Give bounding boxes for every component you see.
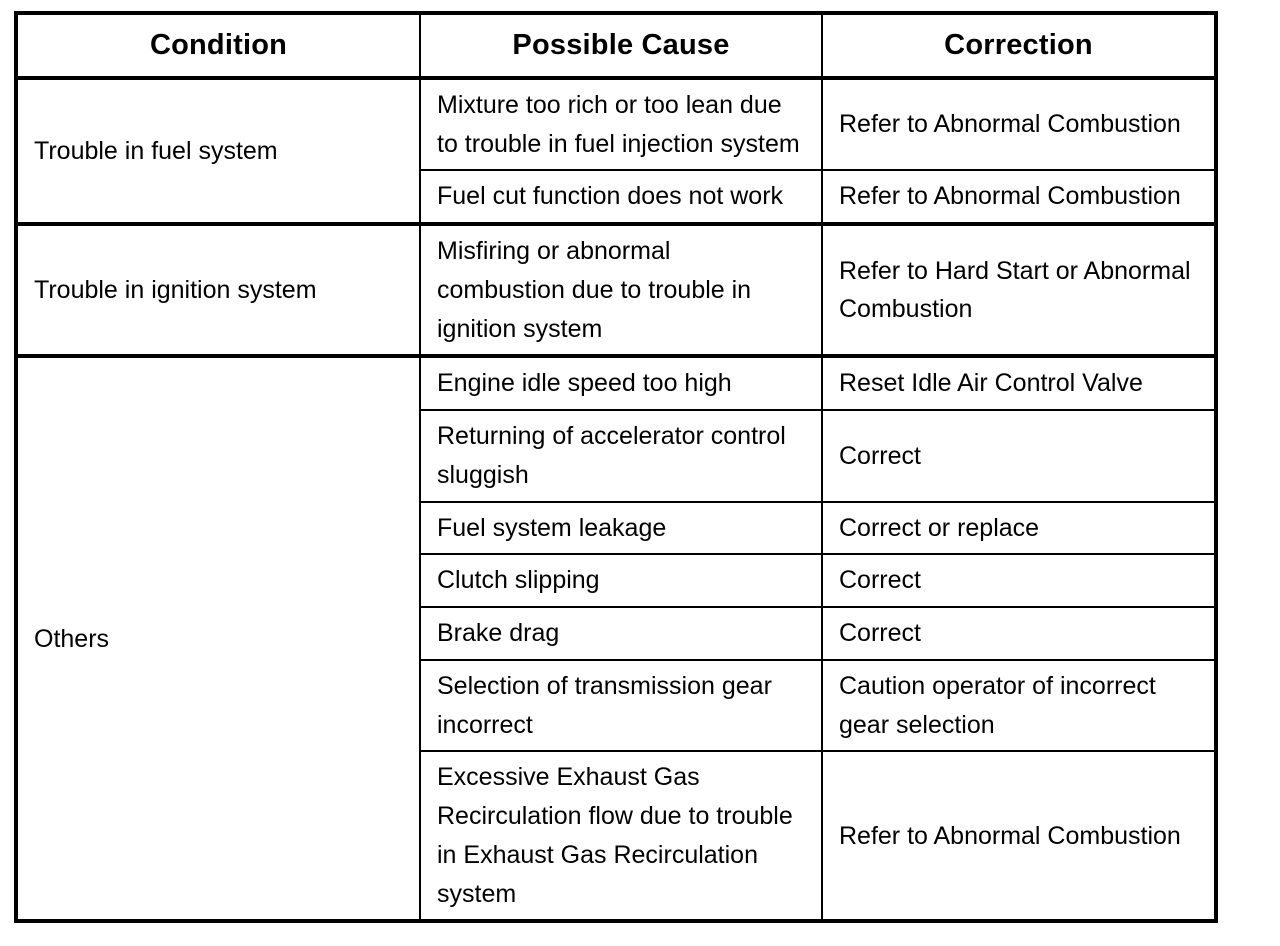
table-row: Fuel cut function does not work Refer to… xyxy=(16,169,1217,226)
column-header-possible-cause: Possible Cause xyxy=(419,12,823,79)
correction-cell: Reset Idle Air Control Valve xyxy=(821,354,1217,412)
cause-cell: Mixture too rich or too lean due to trou… xyxy=(419,75,823,172)
cause-cell: Brake drag xyxy=(419,606,823,661)
table-header-row: Condition Possible Cause Correction xyxy=(15,12,1217,79)
condition-cell-fuel-system: Trouble in fuel system xyxy=(15,75,421,226)
table-row: Brake drag Correct xyxy=(16,606,1217,661)
engine-troubleshooting-table: Condition Possible Cause Correction Trou… xyxy=(14,11,1218,924)
condition-cell-others: Others xyxy=(15,354,421,923)
table-row: Trouble in fuel system Mixture too rich … xyxy=(15,75,1217,226)
correction-cell: Refer to Hard Start or Abnormal Combusti… xyxy=(821,222,1217,358)
table-row: Returning of accelerator control sluggis… xyxy=(16,409,1217,503)
table-row: Fuel system leakage Correct or replace xyxy=(16,500,1217,556)
correction-cell: Correct or replace xyxy=(821,500,1217,556)
cause-cell: Returning of accelerator control sluggis… xyxy=(419,409,823,503)
table-body: Trouble in fuel system Mixture too rich … xyxy=(15,75,1217,923)
table-row: Trouble in ignition system Misfiring or … xyxy=(15,222,1217,358)
correction-cell: Refer to Abnormal Combustion xyxy=(821,169,1217,226)
table-row: Clutch slipping Correct xyxy=(16,553,1217,609)
correction-cell: Correct xyxy=(821,606,1217,661)
correction-cell: Refer to Abnormal Combustion xyxy=(821,750,1217,923)
cause-cell: Selection of transmission gear incorrect xyxy=(419,658,823,753)
column-header-condition: Condition xyxy=(15,12,421,79)
cause-cell: Excessive Exhaust Gas Recirculation flow… xyxy=(419,750,823,923)
table-row: Others Engine idle speed too high Reset … xyxy=(15,354,1217,923)
table-row: Excessive Exhaust Gas Recirculation flow… xyxy=(16,750,1217,923)
cause-cell: Fuel system leakage xyxy=(419,500,823,556)
cause-cell: Misfiring or abnormal combustion due to … xyxy=(419,222,823,358)
correction-cell: Correct xyxy=(821,409,1217,503)
table-header: Condition Possible Cause Correction xyxy=(15,12,1217,79)
column-header-correction: Correction xyxy=(821,12,1217,79)
cause-cell: Engine idle speed too high xyxy=(419,354,823,412)
correction-cell: Caution operator of incorrect gear selec… xyxy=(821,658,1217,753)
cause-cell: Clutch slipping xyxy=(419,553,823,609)
cause-cell: Fuel cut function does not work xyxy=(419,169,823,226)
table-row: Selection of transmission gear incorrect… xyxy=(16,658,1217,753)
correction-cell: Refer to Abnormal Combustion xyxy=(821,75,1217,172)
condition-cell-ignition-system: Trouble in ignition system xyxy=(15,222,421,358)
correction-cell: Correct xyxy=(821,553,1217,609)
